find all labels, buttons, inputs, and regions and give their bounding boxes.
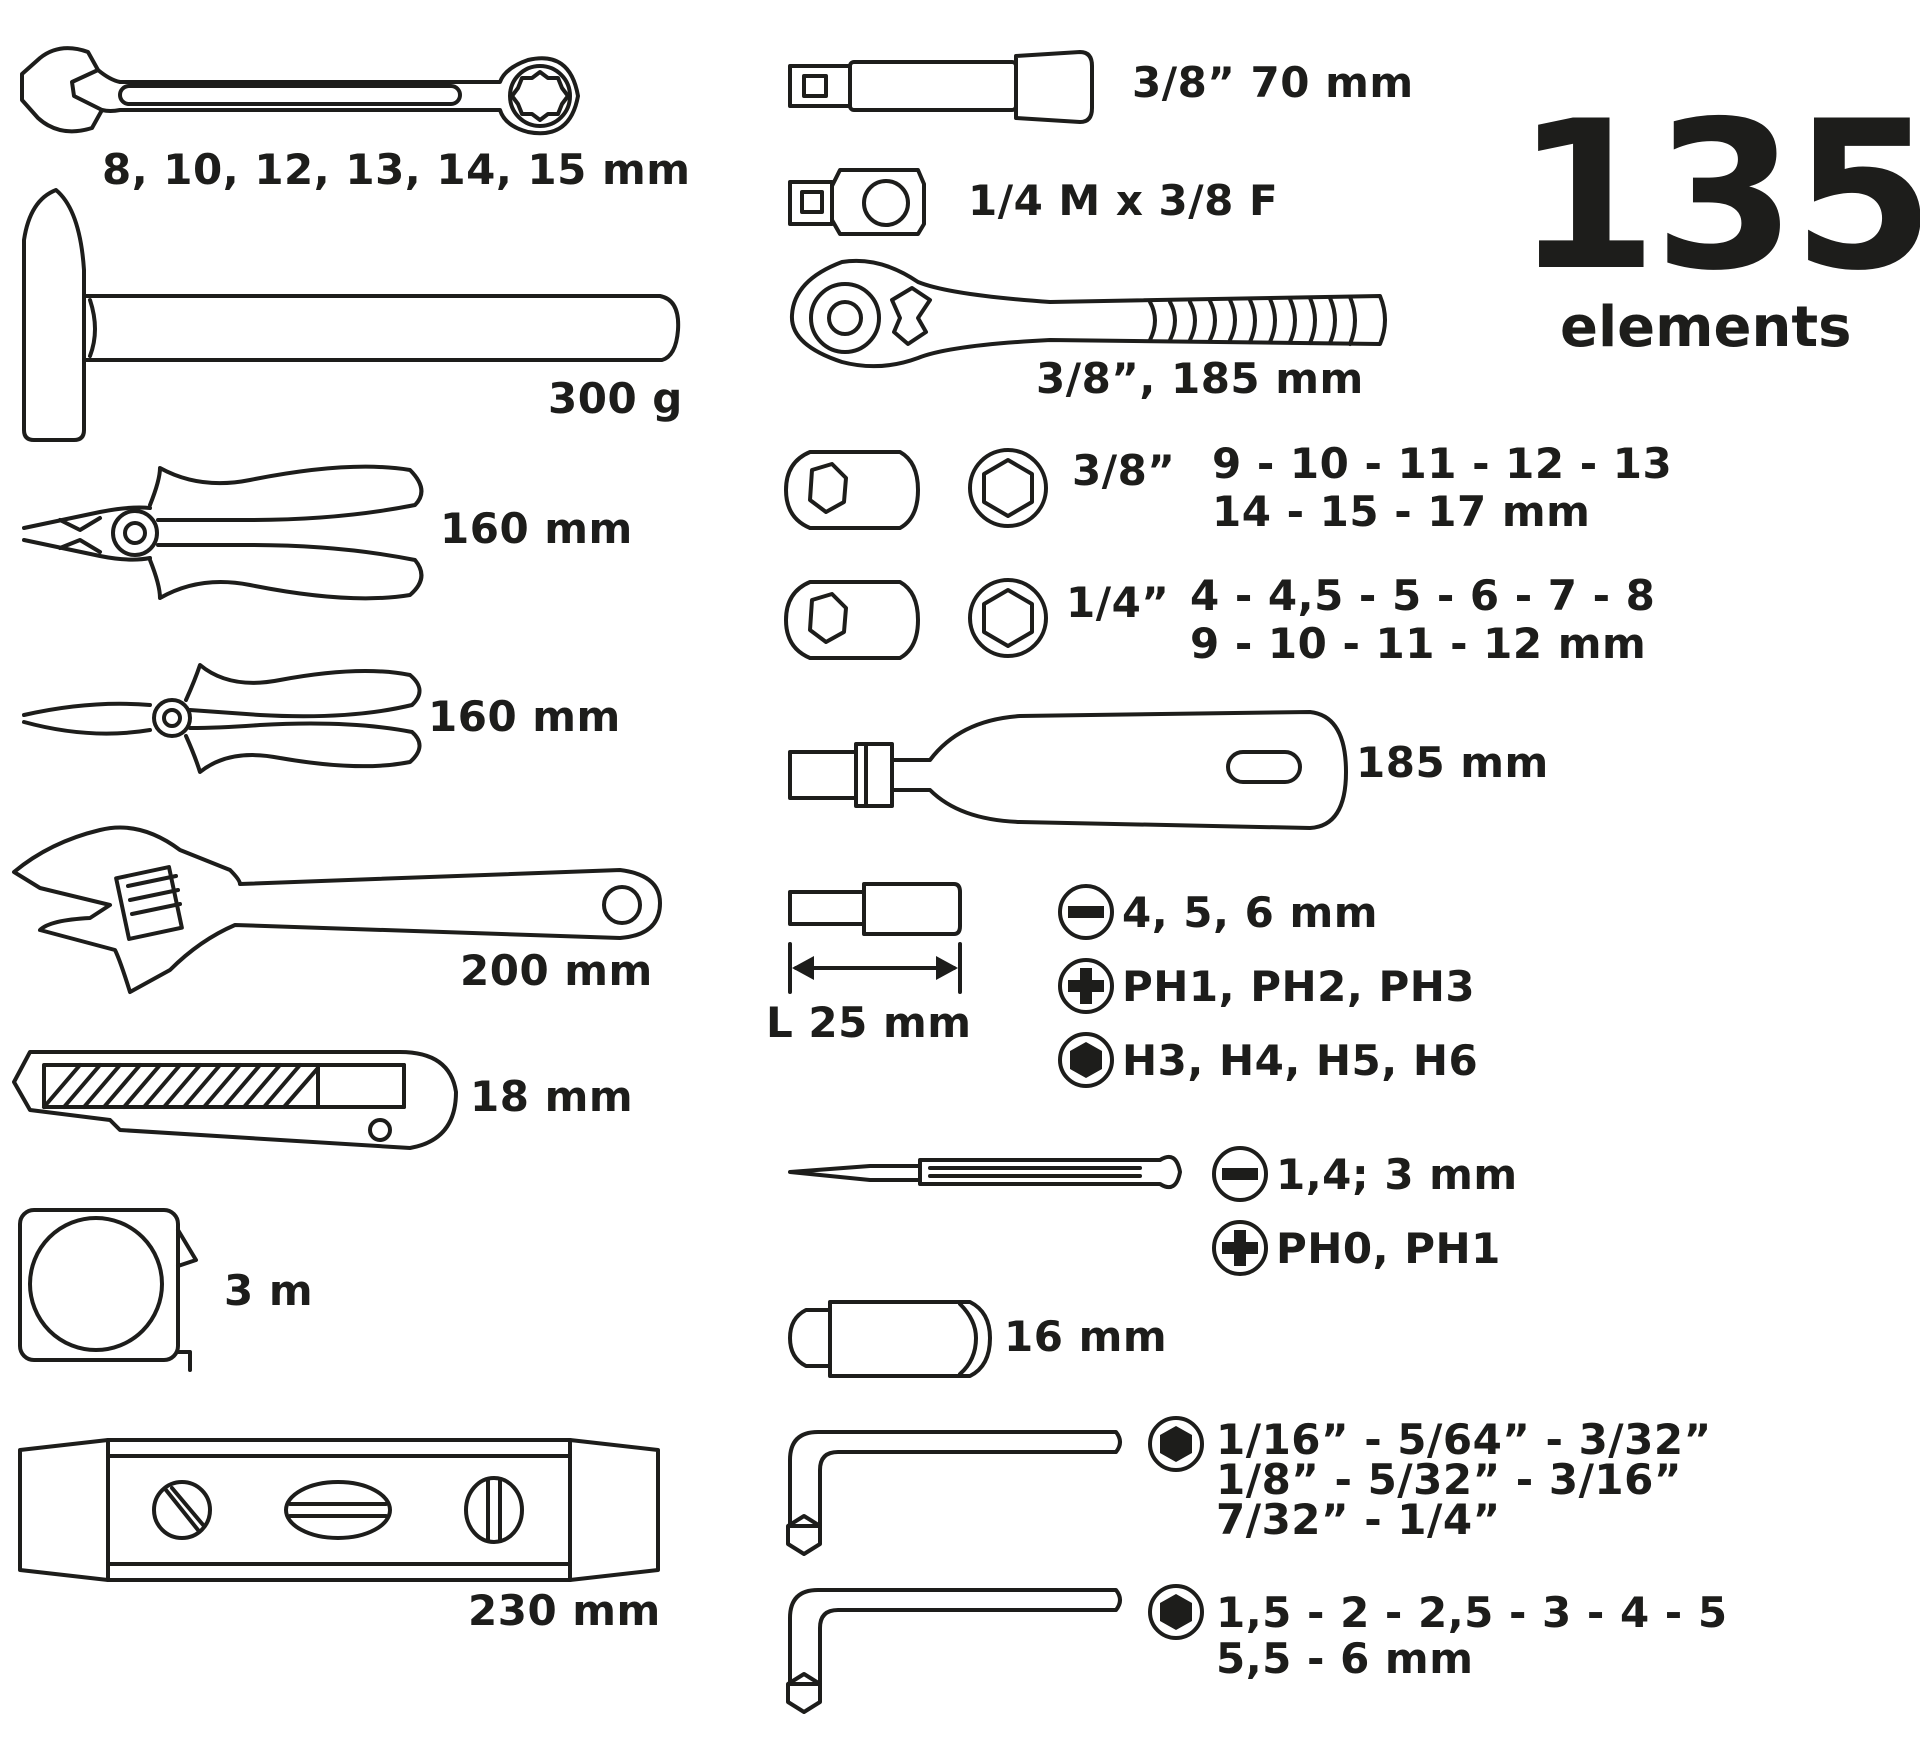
element-count: 135 [1515,78,1920,316]
tape-measure-icon [18,1208,198,1372]
hex-key-icon [786,1588,1122,1714]
precision-phillips-label: PH0, PH1 [1276,1224,1501,1273]
ratchet-label: 3/8”, 185 mm [1036,354,1364,403]
hex-key-sizes-line: 1,5 - 2 - 2,5 - 3 - 4 - 5 [1216,1588,1728,1637]
hex-icon [1148,1416,1204,1472]
hex-key-icon [786,1430,1122,1556]
socket-sizes-line: 14 - 15 - 17 mm [1212,487,1591,536]
long-nose-pliers-label: 160 mm [428,692,621,741]
extension-bar-icon [788,50,1094,124]
hex-socket-icon [968,448,1048,528]
hammer-label: 300 g [548,374,683,423]
combination-pliers-icon [22,464,424,601]
hex-icon [1148,1584,1204,1640]
bit-handle-label: 185 mm [1356,738,1549,787]
socket-size-label: 1/4” [1066,578,1170,627]
precision-flat-label: 1,4; 3 mm [1276,1150,1518,1199]
adapter-icon [788,168,926,236]
socket-sizes-line: 9 - 10 - 11 - 12 - 13 [1212,439,1673,488]
socket-sizes-line: 4 - 4,5 - 5 - 6 - 7 - 8 [1190,571,1656,620]
spirit-level-label: 230 mm [468,1586,661,1635]
hex-bits-label: H3, H4, H5, H6 [1122,1036,1479,1085]
combination-wrench-label: 8, 10, 12, 13, 14, 15 mm [102,145,691,194]
combination-pliers-label: 160 mm [440,504,633,553]
hex-key-sizes-line: 7/32” - 1/4” [1216,1495,1501,1544]
hex-key-sizes-line: 5,5 - 6 mm [1216,1634,1474,1683]
hex-key-inch-sizes: 1/16” - 5/64” - 3/32” 1/8” - 5/32” - 3/1… [1216,1415,1712,1544]
spark-plug-socket-icon [788,1300,992,1378]
element-count-unit: elements [1560,295,1852,360]
phillips-bits-label: PH1, PH2, PH3 [1122,962,1476,1011]
adapter-label: 1/4 M x 3/8 F [968,176,1279,225]
flat-head-icon [1058,884,1114,940]
spirit-level-icon [18,1438,660,1582]
flat-head-icon [1212,1146,1268,1202]
adjustable-wrench-icon [12,825,662,994]
extension-bar-label: 3/8” 70 mm [1132,58,1414,107]
socket-sizes-line: 9 - 10 - 11 - 12 mm [1190,619,1647,668]
phillips-icon [1058,958,1114,1014]
bit-length-label: L 25 mm [766,998,972,1047]
ratchet-icon [789,258,1387,369]
long-nose-pliers-icon [22,663,422,774]
socket-icon [784,580,920,660]
hex-icon [1058,1032,1114,1088]
hex-key-metric-sizes: 1,5 - 2 - 2,5 - 3 - 4 - 5 5,5 - 6 mm [1216,1590,1728,1682]
socket-sizes-list: 4 - 4,5 - 5 - 6 - 7 - 8 9 - 10 - 11 - 12… [1190,572,1655,668]
hammer-icon [22,188,681,442]
hex-key-sizes-line: 1/8” - 5/32” - 3/16” [1216,1455,1682,1504]
utility-knife-label: 18 mm [470,1072,634,1121]
flat-bits-label: 4, 5, 6 mm [1122,888,1378,937]
socket-size-label: 3/8” [1072,446,1176,495]
socket-icon [784,450,920,530]
bit-screwdriver-icon [788,710,1348,830]
spark-plug-socket-label: 16 mm [1004,1312,1168,1361]
phillips-icon [1212,1220,1268,1276]
screwdriver-bit-icon [788,882,962,994]
hex-socket-icon [968,578,1048,658]
tape-measure-label: 3 m [224,1266,314,1315]
adjustable-wrench-label: 200 mm [460,946,653,995]
combination-wrench-icon [20,46,580,136]
hex-key-sizes-line: 1/16” - 5/64” - 3/32” [1216,1415,1712,1464]
utility-knife-icon [12,1050,458,1150]
socket-sizes-list: 9 - 10 - 11 - 12 - 13 14 - 15 - 17 mm [1212,440,1672,536]
precision-screwdriver-icon [788,1155,1182,1189]
